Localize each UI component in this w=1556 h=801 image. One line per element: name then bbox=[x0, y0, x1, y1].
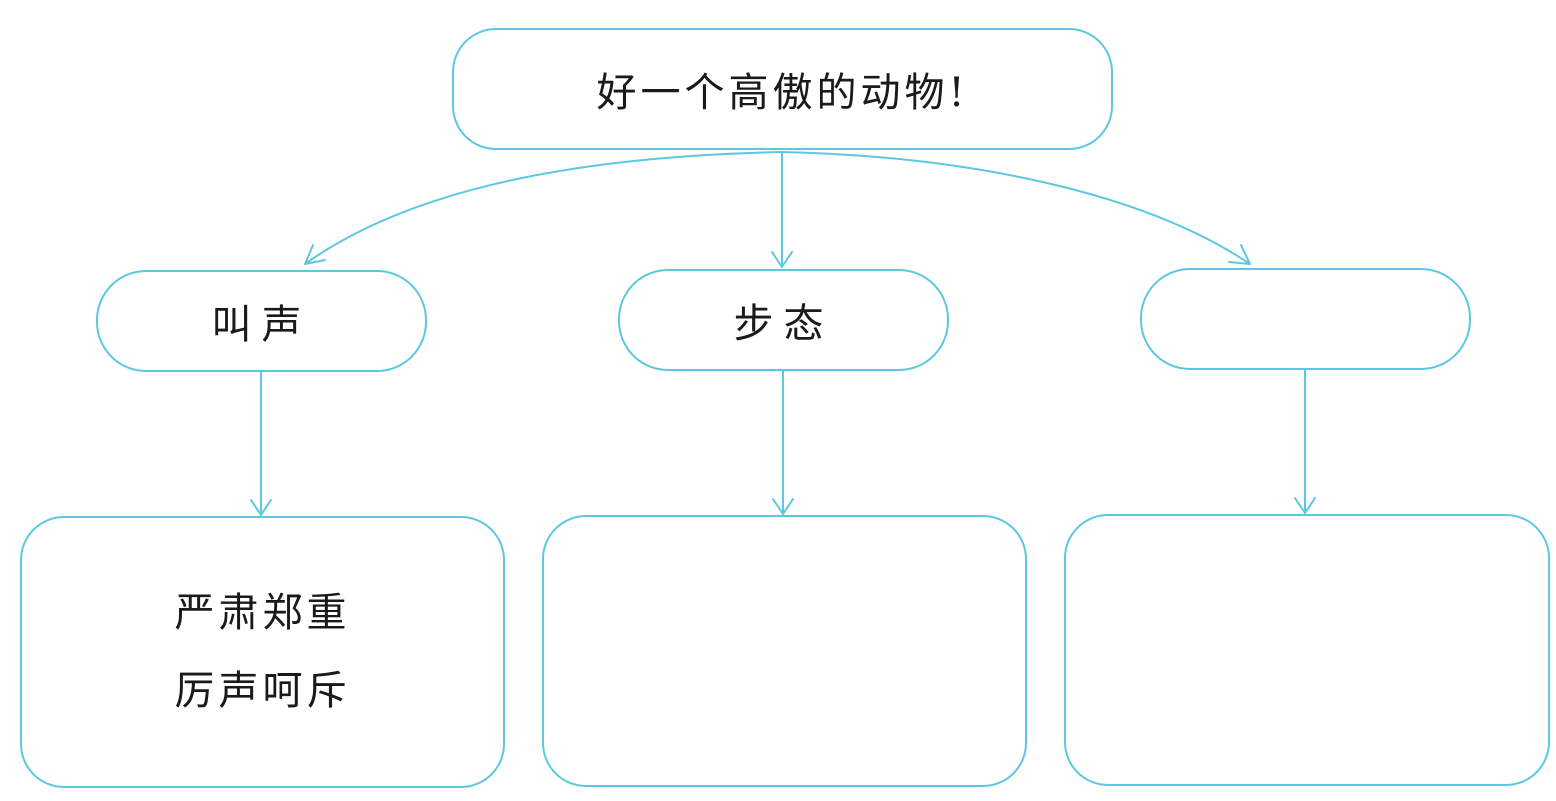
detail-1-line-2: 厉声呵斥 bbox=[174, 668, 351, 714]
branch-node-1: 叫声 bbox=[96, 270, 427, 372]
arrow-root-to-branch-1 bbox=[304, 151, 783, 265]
arrowhead-leaf-3 bbox=[1294, 497, 1316, 514]
branch-1-label: 叫声 bbox=[211, 302, 312, 348]
root-label: 好一个高傲的动物! bbox=[596, 70, 969, 116]
branch-node-3 bbox=[1140, 268, 1471, 370]
arrowhead-branch-3 bbox=[1228, 244, 1251, 265]
branch-2-label: 步态 bbox=[733, 301, 834, 347]
arrowhead-leaf-2 bbox=[772, 498, 794, 515]
detail-node-3 bbox=[1064, 514, 1550, 786]
arrow-root-to-branch-3 bbox=[781, 151, 1251, 265]
root-node: 好一个高傲的动物! bbox=[452, 28, 1113, 150]
arrowhead-branch-2 bbox=[771, 251, 793, 268]
detail-node-2 bbox=[542, 515, 1027, 787]
detail-1-line-1: 严肃郑重 bbox=[174, 590, 351, 636]
branch-node-2: 步态 bbox=[618, 269, 949, 371]
detail-node-1: 严肃郑重 厉声呵斥 bbox=[20, 516, 505, 788]
arrowhead-leaf-1 bbox=[250, 499, 272, 516]
arrowhead-branch-1 bbox=[304, 244, 326, 265]
